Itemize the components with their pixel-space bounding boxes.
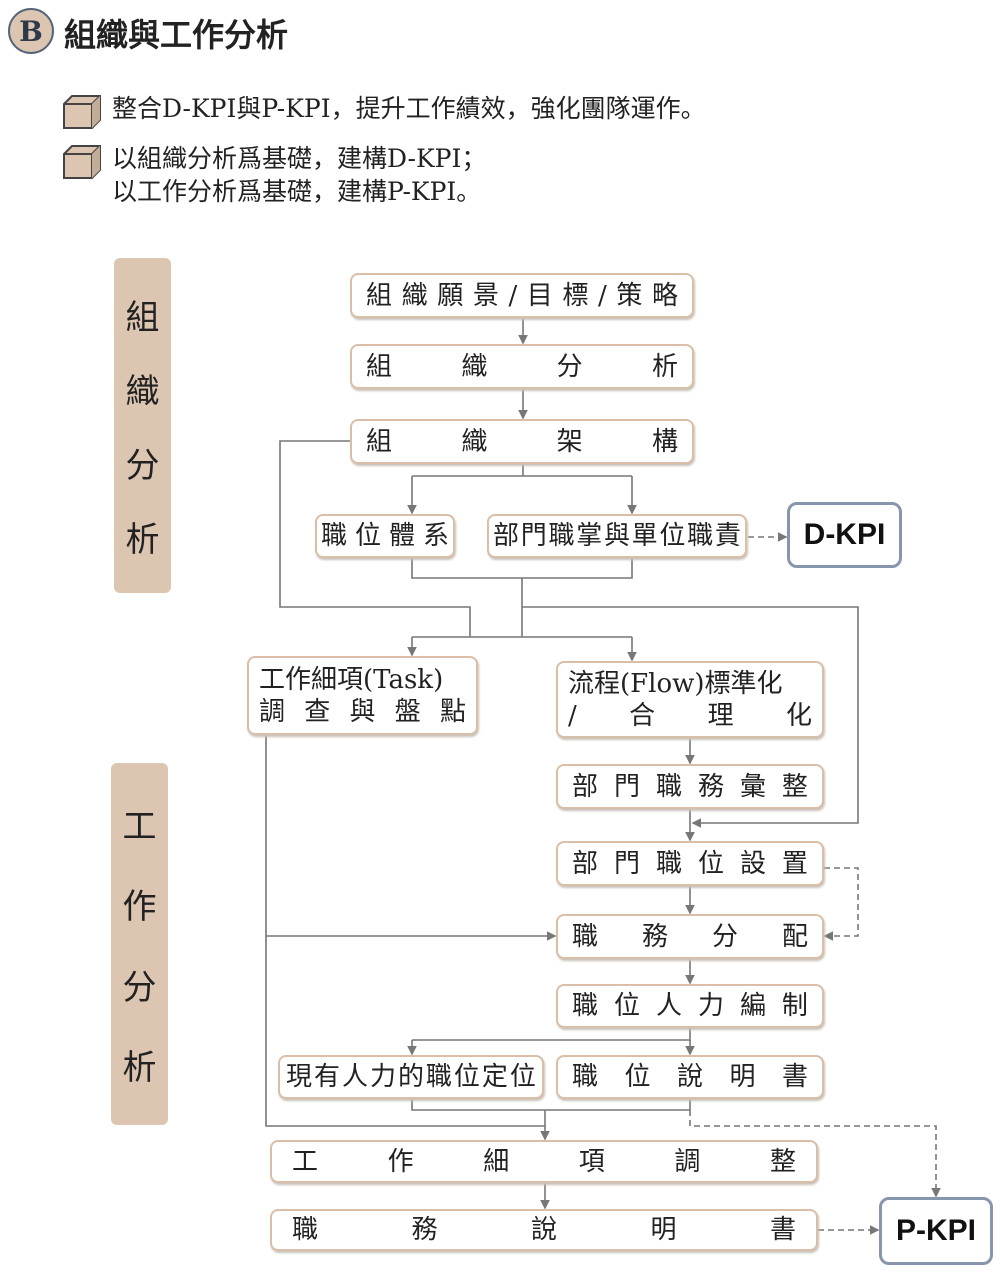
box-task-survey: 工作細項(Task)調查與盤點: [247, 656, 478, 735]
box-dept-duties: 部門職掌與單位職責: [487, 514, 747, 558]
bullet-text: 以工作分析爲基礎，建構P-KPI。: [112, 177, 482, 206]
box-position-description: 職位說明書: [556, 1055, 824, 1099]
side-char: 工: [122, 806, 157, 847]
side-char: 分: [122, 967, 157, 1008]
box-dept-job-summary: 部門職務彙整: [556, 764, 824, 809]
page-title: 組織與工作分析: [64, 16, 289, 54]
box-text: 現有人力的職位定位: [286, 1062, 536, 1092]
section-badge: B: [8, 8, 54, 54]
side-char: 作: [122, 887, 157, 928]
box-text: /合理化: [568, 700, 812, 731]
box-task-adjustment: 工作細項調整: [270, 1140, 818, 1183]
side-char: 織: [125, 372, 160, 413]
box-staffing: 職位人力編制: [556, 984, 824, 1028]
cube-bullet-icon: [63, 145, 101, 179]
box-text: 職位體系: [321, 521, 449, 551]
box-org-analysis: 組織分析: [350, 344, 694, 389]
box-text: 職務說明書: [292, 1215, 796, 1245]
box-text: 部門職務彙整: [572, 771, 808, 802]
box-text: 部門職掌與單位職責: [493, 521, 741, 551]
box-org-structure: 組織架構: [350, 419, 694, 464]
box-text: 組織願景/目標/策略: [366, 280, 678, 311]
box-position-system: 職位體系: [315, 514, 455, 558]
box-text: 工作細項調整: [292, 1146, 796, 1177]
box-job-description: 職務說明書: [270, 1209, 818, 1251]
side-label-org-analysis: 組織分析: [114, 258, 171, 593]
box-text: 部門職位設置: [572, 848, 808, 879]
box-text: 組織架構: [366, 426, 678, 457]
box-current-staff-position: 現有人力的職位定位: [278, 1055, 544, 1099]
side-char: 析: [122, 1048, 157, 1089]
cube-bullet-icon: [63, 95, 101, 129]
box-text: 流程(Flow)標準化: [568, 668, 783, 699]
d-kpi-box: D-KPI: [787, 502, 902, 568]
p-kpi-box: P-KPI: [879, 1197, 993, 1265]
side-char: 組: [125, 298, 160, 339]
box-vision: 組織願景/目標/策略: [350, 273, 694, 318]
box-job-assignment: 職務分配: [556, 914, 824, 959]
box-text: 組織分析: [366, 351, 678, 382]
box-dept-position-setup: 部門職位設置: [556, 841, 824, 886]
box-flow: 流程(Flow)標準化/合理化: [556, 661, 824, 738]
box-text: 職務分配: [572, 921, 808, 952]
bullet-text: 以組織分析爲基礎，建構D-KPI；: [112, 144, 487, 173]
bullet-text: 整合D-KPI與P-KPI，提升工作績效，強化團隊運作。: [112, 94, 706, 123]
box-text: 職位說明書: [572, 1062, 808, 1092]
box-text: 職位人力編制: [572, 991, 808, 1021]
side-char: 析: [125, 519, 160, 560]
box-text: 調查與盤點: [259, 696, 466, 727]
side-label-job-analysis: 工作分析: [111, 763, 168, 1125]
box-text: 工作細項(Task): [259, 664, 444, 695]
side-char: 分: [125, 445, 160, 486]
